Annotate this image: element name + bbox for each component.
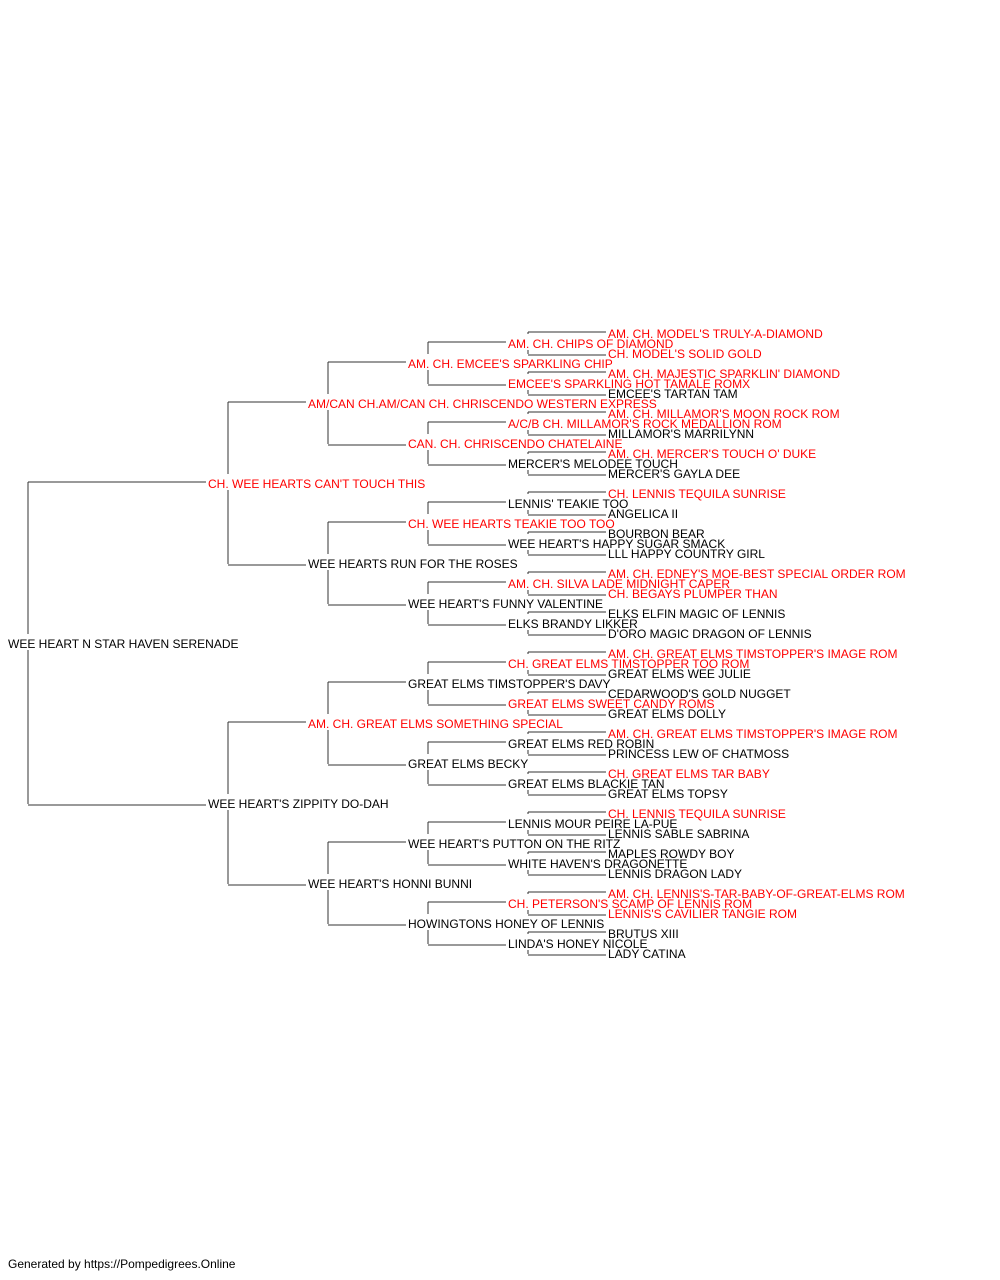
ancestor-name: GREAT ELMS DOLLY (608, 707, 726, 721)
ancestor-name: LADY CATINA (608, 947, 686, 961)
ancestor-name: CH. GREAT ELMS TAR BABY (608, 767, 770, 781)
ancestor-name: CH. LENNIS TEQUILA SUNRISE (608, 487, 786, 501)
ancestor-name: CH. MODEL'S SOLID GOLD (608, 347, 762, 361)
ancestor-name: WEE HEART'S PUTTON ON THE RITZ (408, 837, 620, 851)
ancestor-name: WEE HEART'S ZIPPITY DO-DAH (208, 797, 389, 811)
ancestor-name: AM. CH. MODEL'S TRULY-A-DIAMOND (608, 327, 823, 341)
ancestor-name: A/C/B CH. MILLAMOR'S ROCK MEDALLION ROM (508, 417, 782, 431)
ancestor-name: ELKS ELFIN MAGIC OF LENNIS (608, 607, 785, 621)
ancestor-name: LENNIS' TEAKIE TOO (508, 497, 628, 511)
subject-name: WEE HEART N STAR HAVEN SERENADE (8, 637, 239, 651)
ancestor-name: CH. PETERSON'S SCAMP OF LENNIS ROM (508, 897, 752, 911)
ancestor-name: CH. LENNIS TEQUILA SUNRISE (608, 807, 786, 821)
ancestor-name: MERCER'S MELODEE TOUCH (508, 457, 678, 471)
ancestor-name: BRUTUS XIII (608, 927, 679, 941)
ancestor-name: WHITE HAVEN'S DRAGONETTE (508, 857, 687, 871)
ancestor-name: GREAT ELMS BECKY (408, 757, 528, 771)
ancestor-name: AM. CH. MERCER'S TOUCH O' DUKE (608, 447, 816, 461)
ancestor-name: WEE HEARTS RUN FOR THE ROSES (308, 557, 518, 571)
ancestor-name: D'ORO MAGIC DRAGON OF LENNIS (608, 627, 812, 641)
ancestor-name: GREAT ELMS RED ROBIN (508, 737, 654, 751)
ancestor-name: CH. WEE HEARTS CAN'T TOUCH THIS (208, 477, 425, 491)
ancestor-name: PRINCESS LEW OF CHATMOSS (608, 747, 789, 761)
ancestor-name: EMCEE'S SPARKLING HOT TAMALE ROMX (508, 377, 750, 391)
ancestor-name: GREAT ELMS TOPSY (608, 787, 728, 801)
ancestor-name: GREAT ELMS TIMSTOPPER'S DAVY (408, 677, 611, 691)
ancestor-name: BOURBON BEAR (608, 527, 705, 541)
footer-credit: Generated by https://Pompedigrees.Online (8, 1257, 236, 1271)
ancestor-name: CAN. CH. CHRISCENDO CHATELAINE (408, 437, 622, 451)
ancestor-name: WEE HEART'S HONNI BUNNI (308, 877, 472, 891)
ancestor-name: ELKS BRANDY LIKKER (508, 617, 638, 631)
ancestor-name: LLL HAPPY COUNTRY GIRL (608, 547, 765, 561)
ancestor-name: AM. CH. SILVA LADE MIDNIGHT CAPER (508, 577, 730, 591)
ancestor-name: AM. CH. GREAT ELMS SOMETHING SPECIAL (308, 717, 563, 731)
ancestor-name: CH. WEE HEARTS TEAKIE TOO TOO (408, 517, 615, 531)
ancestor-name: GREAT ELMS BLACKIE TAN (508, 777, 665, 791)
ancestor-name: LENNIS SABLE SABRINA (608, 827, 749, 841)
ancestor-name: AM/CAN CH.AM/CAN CH. CHRISCENDO WESTERN … (308, 397, 657, 411)
ancestor-name: LENNIS MOUR PEIRE LA-PUE (508, 817, 677, 831)
ancestor-name: ANGELICA II (608, 507, 678, 521)
ancestor-name: MAPLES ROWDY BOY (608, 847, 734, 861)
ancestor-name: AM. CH. GREAT ELMS TIMSTOPPER'S IMAGE RO… (608, 727, 897, 741)
ancestor-name: MILLAMOR'S MARRILYNN (608, 427, 754, 441)
ancestor-name: GREAT ELMS WEE JULIE (608, 667, 751, 681)
ancestor-name: LENNIS DRAGON LADY (608, 867, 742, 881)
ancestor-name: AM. CH. CHIPS OF DIAMOND (508, 337, 674, 351)
ancestor-name: AM. CH. GREAT ELMS TIMSTOPPER'S IMAGE RO… (608, 647, 897, 661)
ancestor-name: AM. CH. EMCEE'S SPARKLING CHIP (408, 357, 613, 371)
ancestor-name: CH. BEGAYS PLUMPER THAN (608, 587, 778, 601)
ancestor-name: HOWINGTONS HONEY OF LENNIS (408, 917, 604, 931)
ancestor-name: CEDARWOOD'S GOLD NUGGET (608, 687, 791, 701)
ancestor-name: EMCEE'S TARTAN TAM (608, 387, 738, 401)
ancestor-name: LINDA'S HONEY NICOLE (508, 937, 647, 951)
ancestor-name: AM. CH. LENNIS'S-TAR-BABY-OF-GREAT-ELMS … (608, 887, 905, 901)
ancestor-name: CH. GREAT ELMS TIMSTOPPER TOO ROM (508, 657, 749, 671)
ancestor-name: AM. CH. MAJESTIC SPARKLIN' DIAMOND (608, 367, 840, 381)
ancestor-name: LENNIS'S CAVILIER TANGIE ROM (608, 907, 797, 921)
ancestor-name: MERCER'S GAYLA DEE (608, 467, 740, 481)
ancestor-name: WEE HEART'S HAPPY SUGAR SMACK (508, 537, 725, 551)
ancestor-name: AM. CH. MILLAMOR'S MOON ROCK ROM (608, 407, 840, 421)
ancestor-name: WEE HEART'S FUNNY VALENTINE (408, 597, 603, 611)
ancestor-name: AM. CH. EDNEY'S MOE-BEST SPECIAL ORDER R… (608, 567, 906, 581)
ancestor-name: GREAT ELMS SWEET CANDY ROMS (508, 697, 714, 711)
